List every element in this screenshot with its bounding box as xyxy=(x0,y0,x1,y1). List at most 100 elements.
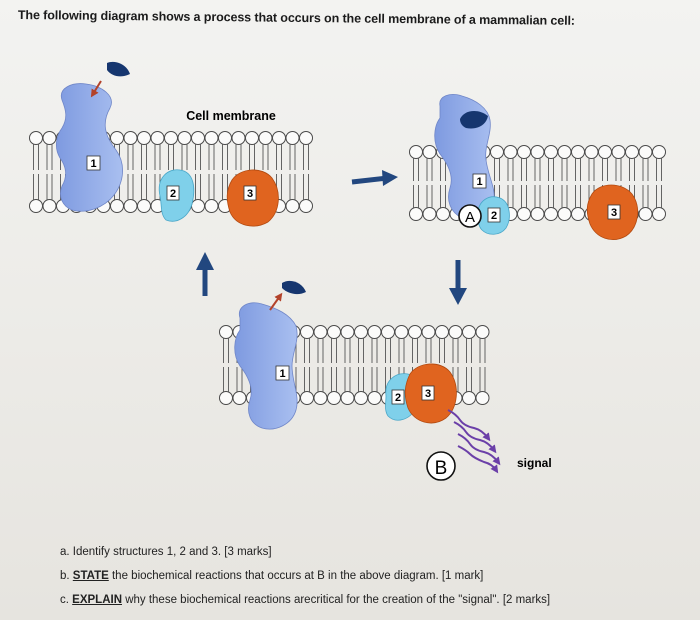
phospholipid-head xyxy=(638,207,653,221)
signal-waves xyxy=(447,409,501,474)
phospholipid-head xyxy=(231,131,246,145)
phospholipid-head xyxy=(300,325,314,339)
phospholipid-head xyxy=(150,131,165,145)
phospholipid-head xyxy=(544,207,558,221)
phospholipid-head xyxy=(123,199,138,213)
label-box-1c xyxy=(275,365,290,381)
label-1b: 1 xyxy=(476,176,482,188)
phospholipid-head xyxy=(164,131,178,145)
site-A-label: A xyxy=(465,209,475,226)
question-c: c. EXPLAIN why these biochemical reactio… xyxy=(60,594,550,606)
phospholipid-head xyxy=(557,145,572,159)
label-box-3c xyxy=(421,385,435,401)
label-box-1b xyxy=(472,173,487,189)
phospholipid-head xyxy=(245,131,259,145)
phospholipid-head xyxy=(42,199,57,213)
phospholipid-head xyxy=(137,131,151,145)
phospholipid-head xyxy=(530,207,545,221)
label-box-3 xyxy=(243,185,257,201)
phospholipid-head xyxy=(475,325,490,339)
panel-inactive: 1 2 3 Cell membrane xyxy=(56,61,279,227)
label-box-1 xyxy=(86,155,101,171)
arrow-right xyxy=(351,175,389,185)
phospholipid-head xyxy=(530,145,545,159)
phospholipid-head xyxy=(219,325,233,339)
phospholipid-head xyxy=(300,391,314,405)
phospholipid-head xyxy=(625,145,639,159)
phospholipid-head xyxy=(436,207,450,221)
phospholipid-head xyxy=(258,131,273,145)
phospholipid-head xyxy=(652,145,666,159)
question-c-prefix: c. xyxy=(60,594,69,606)
label-box-2c xyxy=(391,389,405,405)
arrow-down-head xyxy=(449,288,467,305)
phospholipid-head xyxy=(435,325,449,339)
phospholipid-head xyxy=(327,325,341,339)
label-3c: 3 xyxy=(425,388,431,400)
phospholipid-head xyxy=(584,145,599,159)
question-b-keyword: STATE xyxy=(72,570,109,582)
ligand xyxy=(107,61,130,77)
phospholipid-head xyxy=(340,325,355,339)
label-2b: 2 xyxy=(491,210,497,222)
membrane-label: Cell membrane xyxy=(186,109,276,123)
question-b: b. STATE the biochemical reactions that … xyxy=(60,570,483,582)
signal-label: signal xyxy=(517,456,552,470)
phospholipid-head xyxy=(611,145,626,159)
label-1: 1 xyxy=(90,158,96,170)
phospholipid-head xyxy=(313,391,328,405)
phospholipid-head xyxy=(272,131,286,145)
phospholipid-head xyxy=(177,131,192,145)
phospholipid-head xyxy=(327,391,341,405)
phospholipid-head xyxy=(110,199,124,213)
phospholipid-head xyxy=(191,199,205,213)
phospholipid-head xyxy=(409,207,423,221)
question-a: a. Identify structures 1, 2 and 3. [3 ma… xyxy=(60,546,272,558)
site-B-label: B xyxy=(435,458,448,479)
phospholipid-head xyxy=(421,325,436,339)
label-box-3b xyxy=(607,204,621,220)
site-A-circle xyxy=(458,204,482,228)
phospholipid-head xyxy=(354,391,368,405)
phospholipid-head xyxy=(110,131,124,145)
arrow-right-head xyxy=(382,170,398,186)
phospholipid-head xyxy=(408,325,422,339)
question-c-text: why these biochemical reactions arecriti… xyxy=(122,594,551,606)
binding-arrow xyxy=(90,80,102,98)
label-2: 2 xyxy=(170,188,176,200)
phospholipid-head xyxy=(313,325,328,339)
phospholipid-head xyxy=(42,131,57,145)
label-box-2b xyxy=(487,207,501,223)
phospholipid-head xyxy=(381,325,395,339)
phospholipid-head xyxy=(285,131,300,145)
receptor-1-release xyxy=(234,302,298,430)
label-2c: 2 xyxy=(395,392,401,404)
phospholipid-head xyxy=(571,207,585,221)
phospholipid-head xyxy=(422,207,437,221)
phospholipid-head xyxy=(652,207,666,221)
question-a-prefix: a. xyxy=(60,546,70,558)
phospholipid-head xyxy=(354,325,368,339)
phospholipid-head xyxy=(232,391,247,405)
phospholipid-head xyxy=(394,325,409,339)
phospholipid-head xyxy=(462,391,476,405)
phospholipid-head xyxy=(638,145,653,159)
ligand-released xyxy=(282,280,306,295)
panel-bound: 1 A 2 3 xyxy=(434,94,639,240)
phospholipid-head xyxy=(29,199,43,213)
phospholipid-head xyxy=(285,199,300,213)
phospholipid-head xyxy=(123,131,138,145)
phospholipid-head xyxy=(29,131,43,145)
phospholipid-head xyxy=(340,391,355,405)
receptor-1 xyxy=(56,83,123,212)
question-b-prefix: b. xyxy=(60,570,70,582)
label-3b: 3 xyxy=(611,207,617,219)
phospholipid-head xyxy=(517,207,531,221)
ligand-bound xyxy=(460,110,488,129)
phospholipid-head xyxy=(204,199,219,213)
phospholipid-head xyxy=(462,325,476,339)
phospholipid-head xyxy=(490,145,504,159)
question-a-text: Identify structures 1, 2 and 3. [3 marks… xyxy=(72,546,272,558)
phospholipid-head xyxy=(219,391,233,405)
phospholipid-head xyxy=(517,145,531,159)
